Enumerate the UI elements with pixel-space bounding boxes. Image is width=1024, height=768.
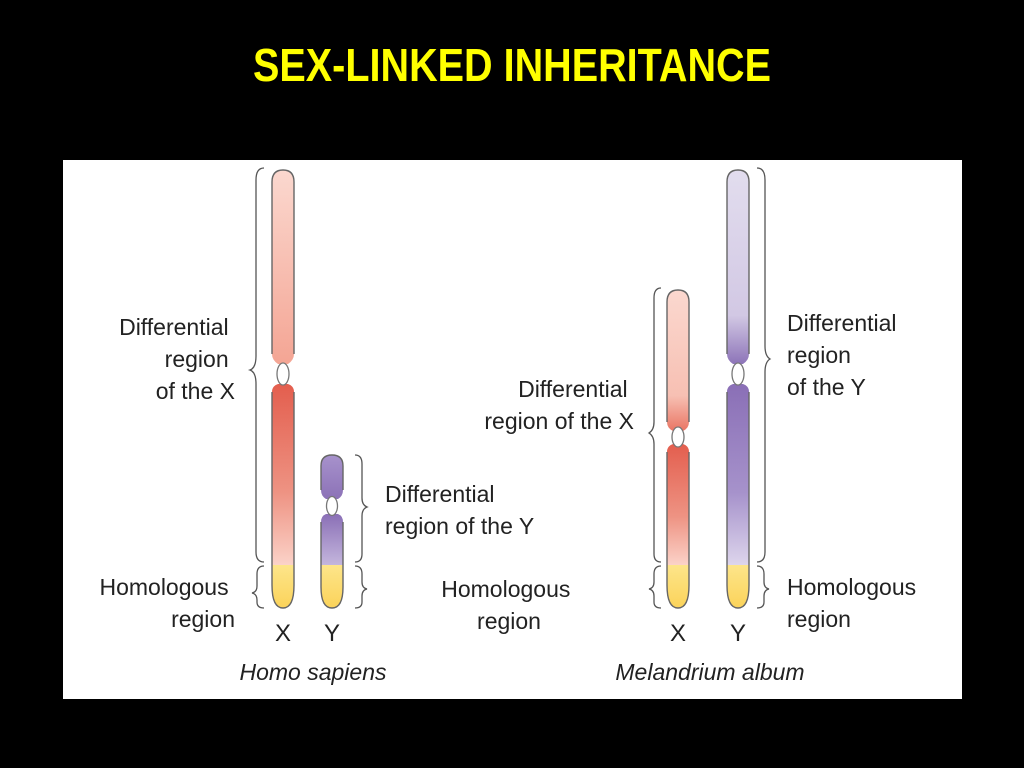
label-human-diff-y: Differential region of the Y [385,481,534,539]
human-x-chromosome [271,169,295,609]
label-human-x: X [275,620,291,647]
brace-melandrium-homologous-left [648,565,662,609]
melandrium-x-chromosome [666,289,690,609]
brace-human-homologous [251,565,265,609]
brace-melandrium-diff-x [647,287,662,563]
label-human-homologous: Homologous region [99,574,235,632]
brace-human-y-homologous [354,565,368,609]
species-homo-sapiens: Homo sapiens [239,659,387,685]
melandrium-y-chromosome [726,169,750,609]
label-melandrium-homologous-left: Homologous region [441,576,577,634]
slide-title: SEX-LINKED INHERITANCE [253,39,771,91]
label-melandrium-homologous-right: Homologous region [787,574,923,632]
label-human-y: Y [324,620,340,647]
label-melandrium-y: Y [730,620,746,647]
label-melandrium-x: X [670,620,686,647]
human-y-chromosome [320,454,344,609]
brace-melandrium-diff-y [756,167,772,563]
brace-melandrium-homologous-right [756,565,770,609]
label-melandrium-diff-y: Differential region of the Y [787,310,903,400]
brace-human-diff-x [247,167,265,563]
brace-human-diff-y [354,454,369,563]
label-human-diff-x: Differential region of the X [119,314,235,404]
species-melandrium-album: Melandrium album [615,659,804,685]
diagram-panel: Differential region of the X Differentia… [63,160,962,699]
label-melandrium-diff-x: Differential region of the X [484,376,634,434]
chromosome-diagram: Differential region of the X Differentia… [99,167,923,685]
